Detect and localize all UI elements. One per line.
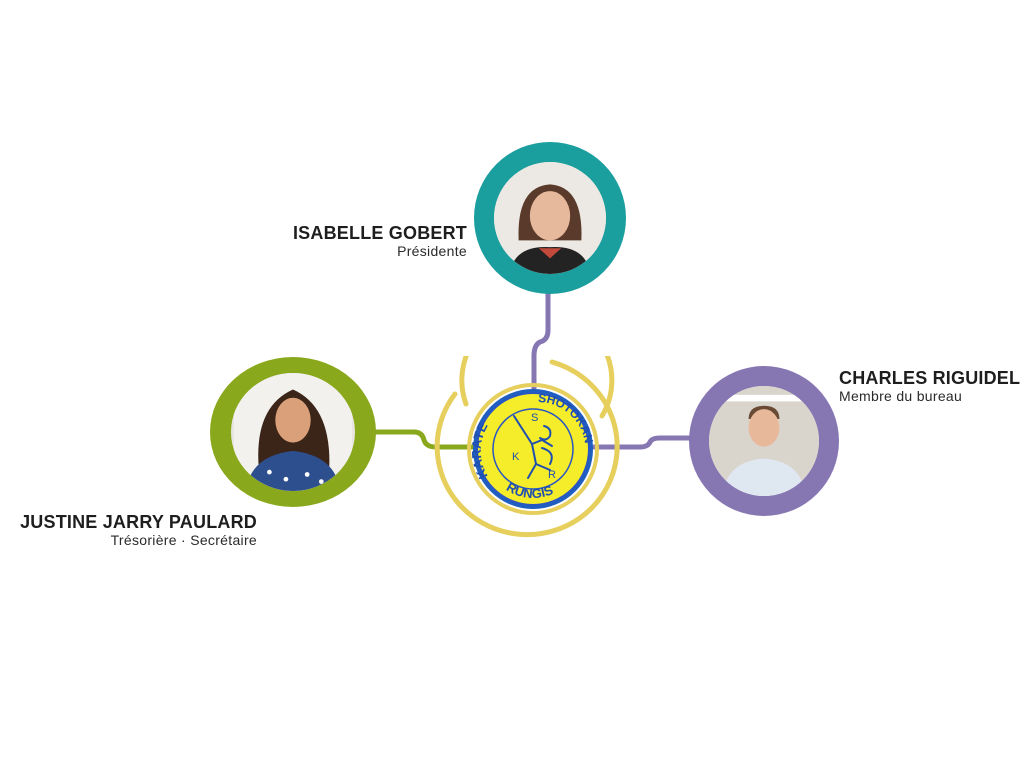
club-logo-icon: KARATE SHOTOKAN RUNGIS S K R (434, 356, 620, 538)
label-president: ISABELLE GOBERT Présidente (293, 224, 467, 258)
karateka-figure-icon (513, 415, 553, 479)
member-card-president (474, 142, 626, 294)
svg-text:KARATE: KARATE (469, 420, 491, 482)
logo-initial-s: S (531, 412, 538, 424)
member-role: Présidente (397, 243, 467, 259)
connector-treasurer (371, 429, 481, 450)
portrait-photo-icon (231, 373, 355, 491)
member-card-bureau (689, 366, 839, 516)
logo-initial-k: K (512, 451, 520, 463)
portrait-photo-icon (709, 386, 819, 496)
connector-president (531, 287, 551, 395)
member-name: CHARLES RIGUIDEL (839, 368, 1021, 388)
member-name: ISABELLE GOBERT (292, 223, 467, 243)
label-treasurer: JUSTINE JARRY PAULARD Trésorière · Secré… (20, 513, 257, 547)
member-role: Trésorière · Secrétaire (110, 532, 257, 548)
label-bureau: CHARLES RIGUIDEL Membre du bureau (839, 369, 1020, 403)
logo-initial-r: R (548, 469, 556, 481)
member-role: Membre du bureau (839, 388, 963, 404)
connector-bureau (591, 435, 695, 450)
logo-text-karate: KARATE (469, 420, 491, 482)
member-name: JUSTINE JARRY PAULARD (20, 512, 257, 532)
member-card-treasurer (210, 357, 376, 507)
portrait-photo-icon (494, 162, 606, 274)
